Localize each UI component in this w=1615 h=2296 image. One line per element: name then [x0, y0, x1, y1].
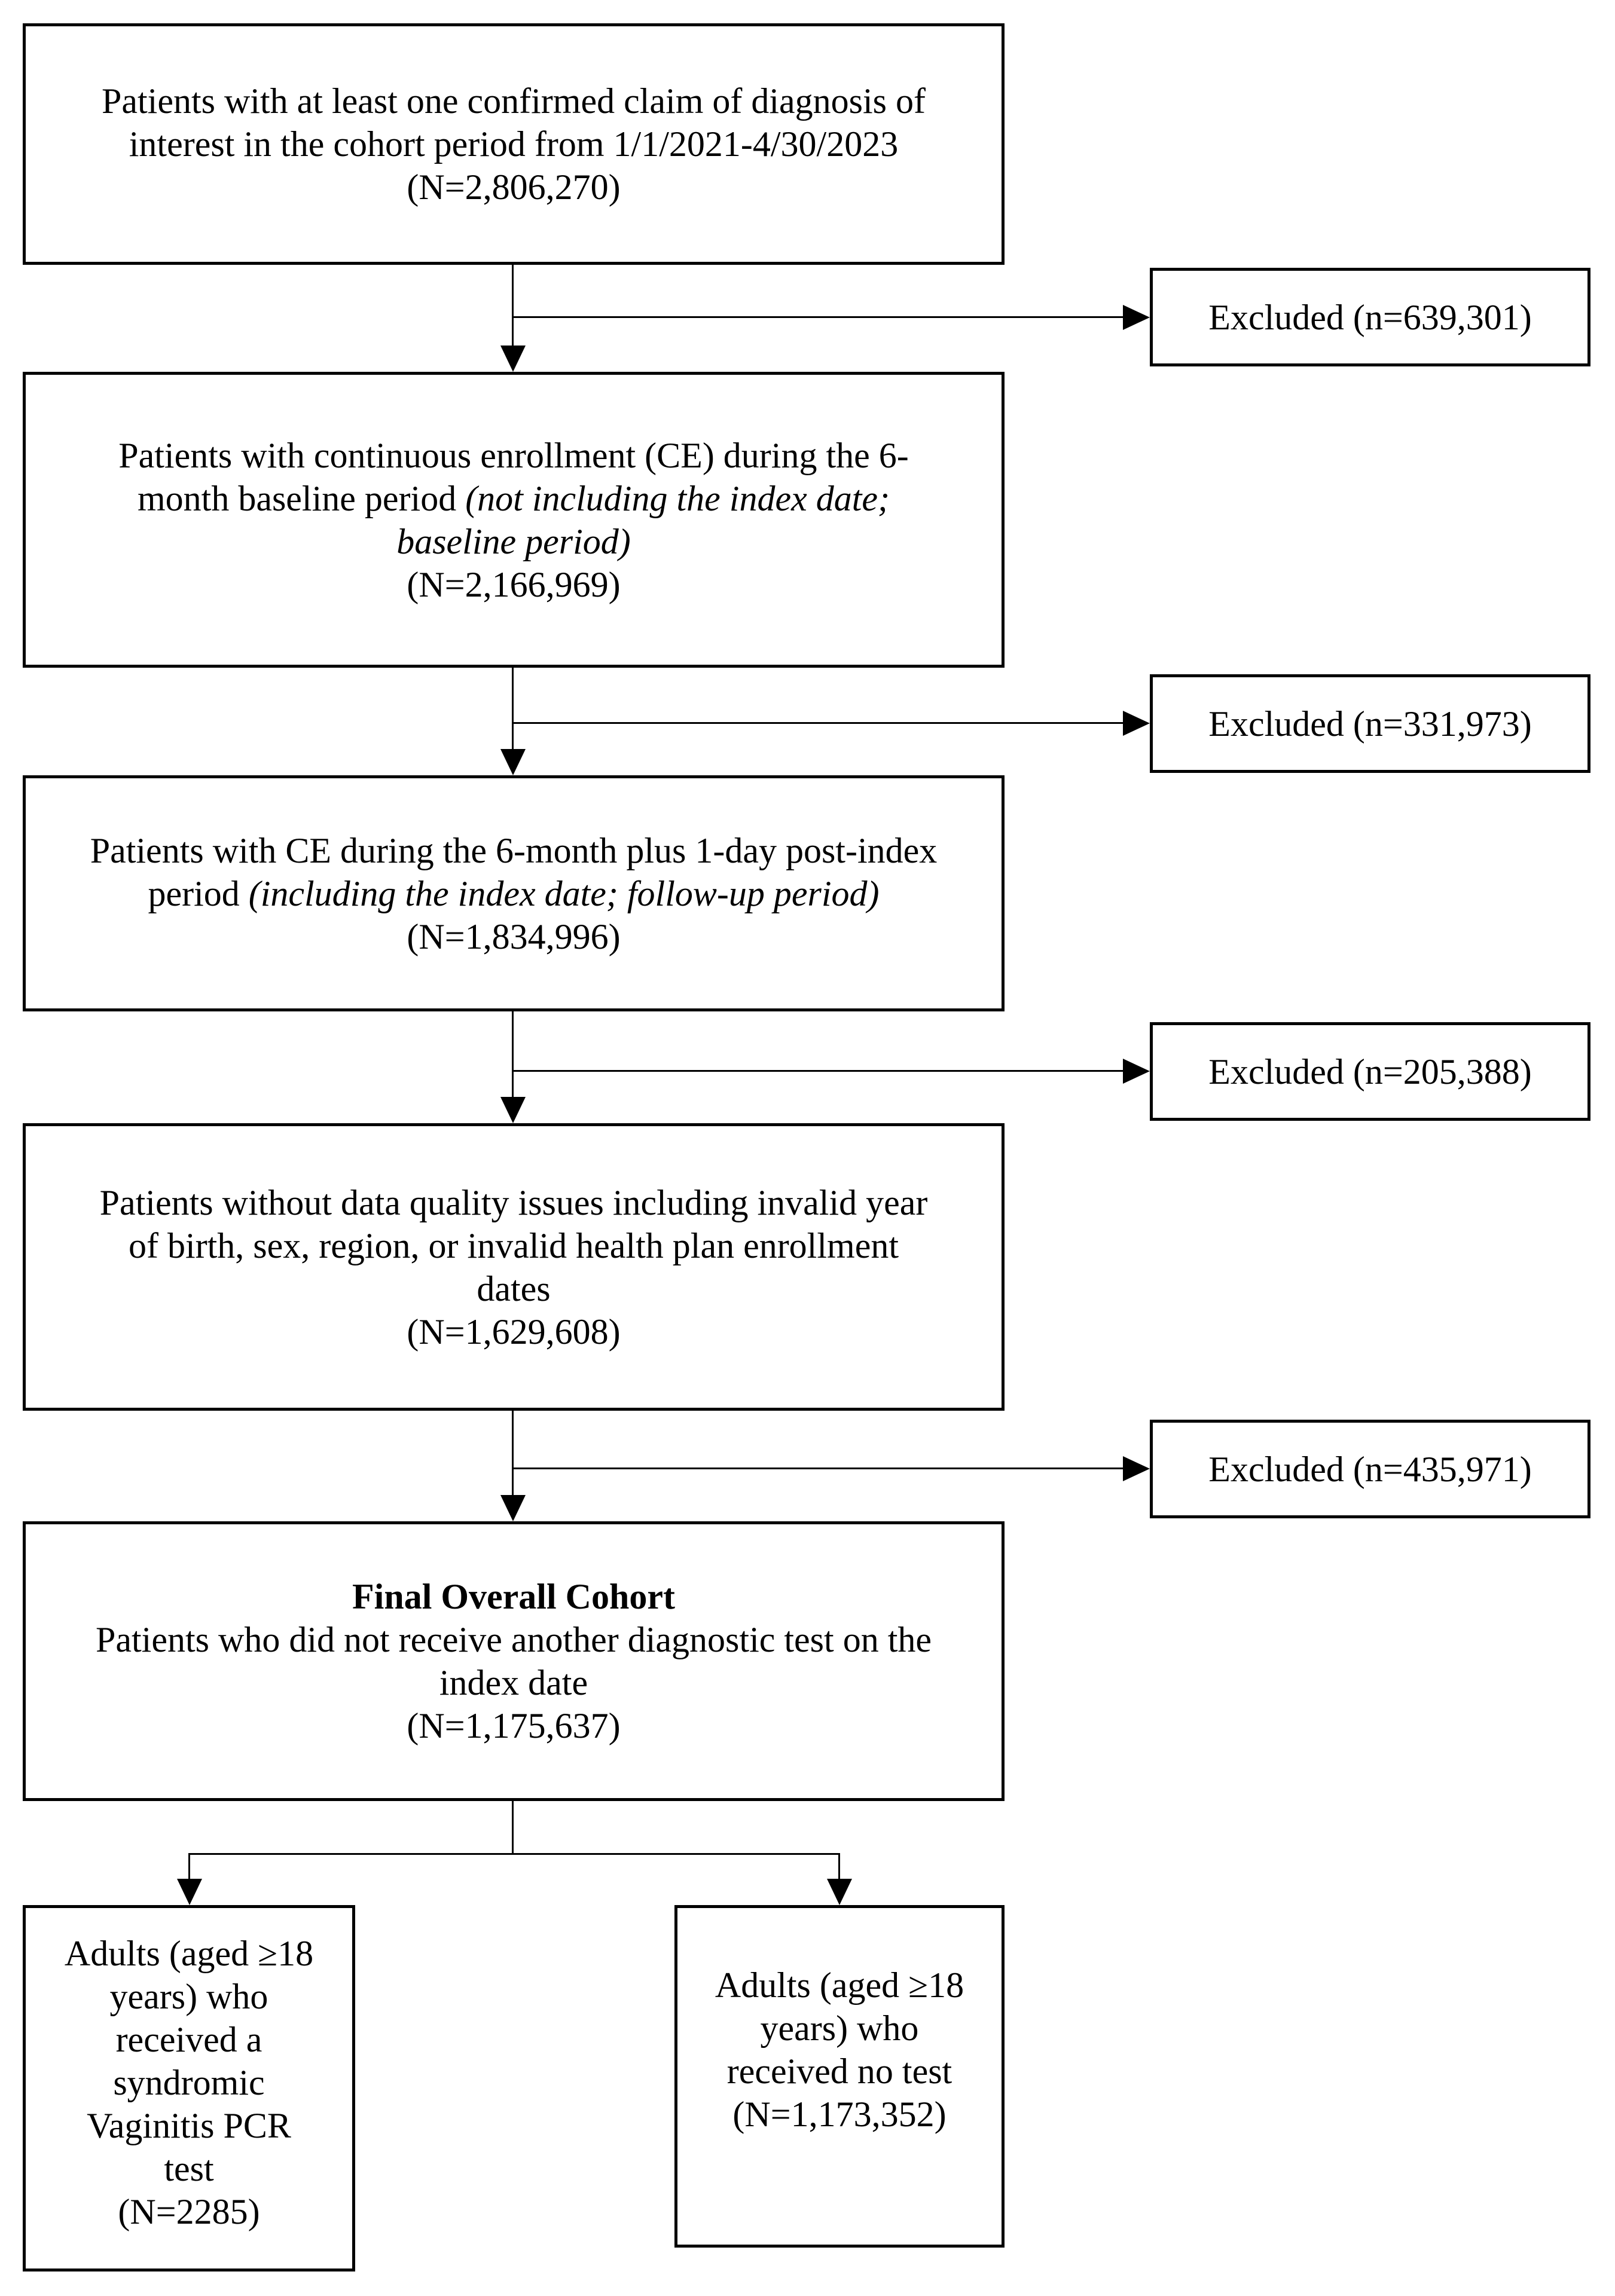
- cohort-box-4-text: Patients without data quality issues inc…: [100, 1181, 928, 1310]
- cohort-box-2-text-italic: (not including the index date; baseline …: [396, 478, 890, 561]
- excluded-box-2-label: Excluded (n=331,973): [1208, 704, 1532, 744]
- excluded-box-4: Excluded (n=435,971): [1150, 1420, 1590, 1518]
- cohort-box-3-text: Patients with CE during the 6-month plus…: [90, 829, 938, 915]
- cohort-box-1-text-main: Patients with at least one confirmed cla…: [101, 81, 926, 164]
- outcome-box-pcr-test: Adults (aged ≥18 years) who received a s…: [23, 1905, 355, 2271]
- excluded-box-4-label: Excluded (n=435,971): [1208, 1449, 1532, 1489]
- connector-line-branch-horizontal: [188, 1853, 839, 1855]
- outcome-box-no-test-text: Adults (aged ≥18 years) who received no …: [715, 1965, 964, 2091]
- cohort-box-1-text: Patients with at least one confirmed cla…: [102, 80, 926, 166]
- connector-line-excluded-1: [512, 316, 1124, 318]
- cohort-box-4-text-main: Patients without data quality issues inc…: [99, 1182, 928, 1308]
- cohort-box-final-count: (N=1,175,637): [407, 1706, 621, 1745]
- arrowhead-right-icon: [1123, 711, 1150, 736]
- arrowhead-right-icon: [1123, 1456, 1150, 1481]
- cohort-box-2-text: Patients with continuous enrollment (CE)…: [118, 434, 908, 563]
- final-cohort-title: Final Overall Cohort: [352, 1577, 675, 1616]
- cohort-box-3-text-main: Patients with CE during the 6-month plus…: [90, 830, 938, 913]
- excluded-box-1: Excluded (n=639,301): [1150, 268, 1590, 366]
- arrowhead-down-icon: [500, 1495, 526, 1521]
- outcome-box-pcr-test-text: Adults (aged ≥18 years) who received a s…: [64, 1933, 314, 2188]
- cohort-box-2: Patients with continuous enrollment (CE)…: [23, 372, 1005, 668]
- excluded-box-1-label: Excluded (n=639,301): [1208, 297, 1532, 337]
- cohort-box-4-count: (N=1,629,608): [407, 1311, 621, 1352]
- arrowhead-right-icon: [1123, 305, 1150, 330]
- cohort-box-2-count: (N=2,166,969): [407, 564, 621, 604]
- cohort-box-final: Final Overall Cohort Patients who did no…: [23, 1521, 1005, 1801]
- cohort-box-3-text-italic: (including the index date; follow-up per…: [248, 873, 880, 913]
- connector-line-excluded-2: [512, 722, 1124, 724]
- cohort-box-2-text-main: Patients with continuous enrollment (CE)…: [118, 435, 909, 518]
- connector-line-box1-box2: [512, 265, 514, 350]
- arrowhead-down-icon: [500, 346, 526, 372]
- cohort-box-1-count: (N=2,806,270): [407, 167, 621, 207]
- outcome-box-no-test-count: (N=1,173,352): [732, 2094, 947, 2134]
- arrowhead-right-icon: [1123, 1059, 1150, 1084]
- cohort-box-1: Patients with at least one confirmed cla…: [23, 23, 1005, 265]
- connector-line-excluded-3: [512, 1070, 1124, 1072]
- excluded-box-2: Excluded (n=331,973): [1150, 674, 1590, 773]
- arrowhead-down-icon: [500, 749, 526, 775]
- connector-line-branch-left: [188, 1853, 190, 1883]
- cohort-box-4: Patients without data quality issues inc…: [23, 1123, 1005, 1411]
- excluded-box-3-label: Excluded (n=205,388): [1208, 1051, 1532, 1092]
- cohort-box-3: Patients with CE during the 6-month plus…: [23, 775, 1005, 1011]
- cohort-box-3-count: (N=1,834,996): [407, 916, 621, 956]
- arrowhead-down-icon: [500, 1097, 526, 1123]
- outcome-box-no-test: Adults (aged ≥18 years) who received no …: [674, 1905, 1005, 2248]
- arrowhead-down-icon: [827, 1879, 852, 1905]
- excluded-box-3: Excluded (n=205,388): [1150, 1022, 1590, 1121]
- arrowhead-down-icon: [177, 1879, 202, 1905]
- connector-line-branch-right: [838, 1853, 840, 1883]
- cohort-box-final-text: Patients who did not receive another dia…: [96, 1620, 932, 1702]
- connector-line-box5-branch: [512, 1801, 514, 1855]
- connector-line-box4-box5: [512, 1411, 514, 1498]
- outcome-box-pcr-test-count: (N=2285): [118, 2191, 260, 2231]
- connector-line-box2-box3: [512, 668, 514, 753]
- connector-line-excluded-4: [512, 1468, 1124, 1469]
- connector-line-box3-box4: [512, 1011, 514, 1100]
